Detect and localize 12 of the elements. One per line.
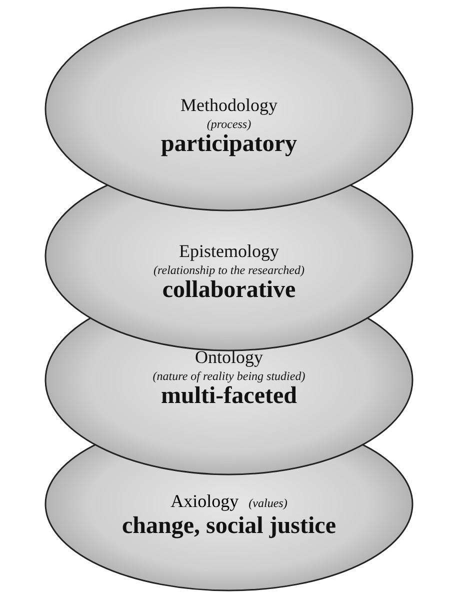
- layer-keyword: multi-faceted: [160, 384, 298, 409]
- layer-keyword: change, social justice: [121, 514, 337, 539]
- layer-description: (values): [248, 495, 288, 511]
- layer-keyword: participatory: [160, 132, 298, 157]
- layer-description: (relationship to the researched): [152, 262, 306, 278]
- layer-keyword: collaborative: [161, 278, 297, 303]
- layer-name: Ontology: [194, 346, 264, 368]
- layer-description: (nature of reality being studied): [152, 368, 306, 384]
- layer-description: (process): [206, 116, 252, 132]
- layer-name: Epistemology: [178, 240, 280, 262]
- layer-name: Axiology: [170, 490, 239, 512]
- layer-name: Methodology: [180, 94, 278, 116]
